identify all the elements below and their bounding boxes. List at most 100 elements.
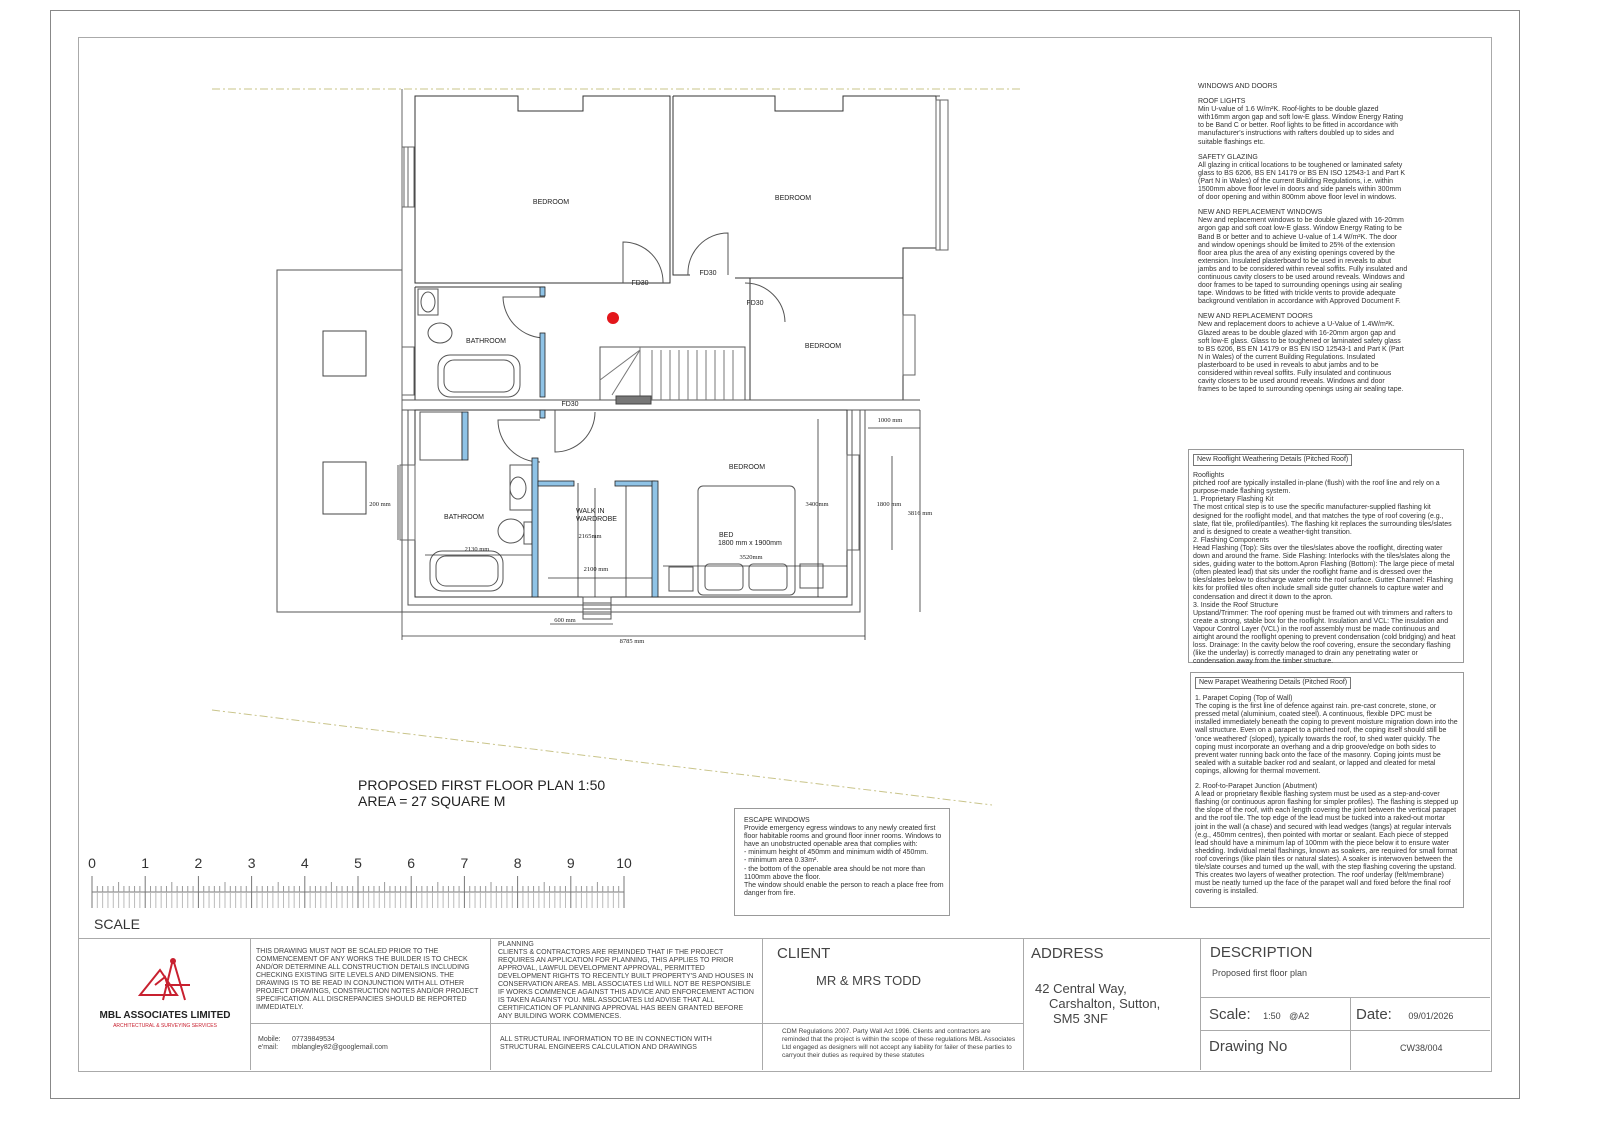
room-label: BATHROOM xyxy=(444,514,484,521)
escape-windows-box: ESCAPE WINDOWS Provide emergency egress … xyxy=(734,808,950,916)
plan-area: AREA = 27 SQUARE M xyxy=(358,793,506,809)
door-label: FD30 xyxy=(631,280,648,287)
scale-caption: SCALE xyxy=(94,916,140,932)
room-label: BEDROOM xyxy=(775,195,811,202)
description-text: Proposed first floor plan xyxy=(1212,968,1308,978)
planning-text: CLIENTS & CONTRACTORS ARE REMINDED THAT … xyxy=(498,949,754,1020)
note-line: The most critical step is to use the spe… xyxy=(1193,504,1452,536)
address: 42 Central Way, Carshalton, Sutton, SM5 … xyxy=(1035,981,1160,1026)
dimension-label: 200 mm xyxy=(369,501,391,508)
section-body: New and replacement doors to achieve a U… xyxy=(1198,321,1404,394)
dimension-label: 3816 mm xyxy=(908,510,933,517)
plan-title-text: PROPOSED FIRST FLOOR PLAN 1:50 xyxy=(358,777,606,793)
dimension-label: 2100 mm xyxy=(584,566,609,573)
address-label: ADDRESS xyxy=(1031,945,1104,962)
bedroom-3-walls xyxy=(749,277,904,401)
new-partition-walls xyxy=(461,286,659,598)
scale-tick-label: 5 xyxy=(354,855,362,871)
dimension-label: 8785 mm xyxy=(620,638,645,645)
scale-tick-label: 9 xyxy=(567,855,575,871)
bed-outline xyxy=(697,485,796,596)
room-label: WALK IN xyxy=(576,508,605,515)
mobile-number: 07739849534 xyxy=(292,1036,335,1043)
section-body: New and replacement windows to be double… xyxy=(1198,217,1408,306)
email-link[interactable]: mblangley82@googlemail.com xyxy=(292,1044,388,1051)
escape-item: - the bottom of the openable area should… xyxy=(744,865,925,881)
rooflight-notes-box: New Rooflight Weathering Details (Pitche… xyxy=(1188,449,1464,665)
title-block xyxy=(78,938,1490,939)
bedroom-1-walls xyxy=(414,95,671,284)
scale-tick-label: 0 xyxy=(88,855,96,871)
parapet-notes-box: New Parapet Weathering Details (Pitched … xyxy=(1190,672,1464,908)
cdm-notice: CDM Regulations 2007. Party Wall Act 199… xyxy=(782,1028,1016,1059)
section-heading: SAFETY GLAZING xyxy=(1198,153,1258,161)
scale-tick-label: 7 xyxy=(461,855,469,871)
contact-info: Mobile:07739849534 e'mail:mblangley82@go… xyxy=(258,1036,488,1052)
rear-extension-wall xyxy=(401,409,861,613)
dimension-label: 2165mm xyxy=(578,533,601,540)
scale-label: Scale: xyxy=(1209,1006,1251,1023)
door-label: FD30 xyxy=(561,401,578,408)
section-heading: NEW AND REPLACEMENT DOORS xyxy=(1198,313,1313,321)
drawing-no-label: Drawing No xyxy=(1209,1038,1288,1055)
escape-footer: The window should enable the person to r… xyxy=(744,881,944,897)
drawing-border xyxy=(78,37,1492,1072)
dimension-label: 600 mm xyxy=(554,617,576,624)
sheet-border xyxy=(50,10,1520,1099)
note-line: 1. Proprietary Flashing Kit xyxy=(1193,496,1274,504)
note-line: pitched roof are typically installed in-… xyxy=(1193,480,1440,496)
client-name: MR & MRS TODD xyxy=(816,973,921,988)
note-line: A lead or proprietary flexible flashing … xyxy=(1195,791,1459,896)
section-body: All glazing in critical locations to be … xyxy=(1198,161,1406,202)
boundary-line xyxy=(211,709,993,806)
dimension-label: 3400mm xyxy=(805,501,828,508)
room-label: WARDROBE xyxy=(576,516,617,523)
address-line: 42 Central Way, xyxy=(1035,981,1127,996)
note-line: 2. Flashing Components xyxy=(1193,536,1269,544)
address-line: SM5 3NF xyxy=(1053,1011,1108,1026)
scale-field: Scale: 1:50 @A2 xyxy=(1209,1006,1309,1024)
company-tagline: ARCHITECTURAL & SURVEYING SERVICES xyxy=(113,1023,217,1029)
compass-triangle-logo-icon xyxy=(137,958,190,1001)
dimension-label: 2130 mm xyxy=(465,546,490,553)
door-label: FD30 xyxy=(746,300,763,307)
scale-value: 1:50 xyxy=(1263,1011,1281,1021)
parapet-title: New Parapet Weathering Details (Pitched … xyxy=(1195,677,1352,690)
scale-tick-label: 6 xyxy=(407,855,415,871)
date-label: Date: xyxy=(1356,1006,1392,1023)
escape-title: ESCAPE WINDOWS xyxy=(744,817,810,824)
note-line: The coping is the first line of defence … xyxy=(1195,703,1458,775)
disclaimer: THIS DRAWING MUST NOT BE SCALED PRIOR TO… xyxy=(256,948,479,1011)
bed-size: 1800 mm x 1900mm xyxy=(718,540,782,547)
plan-title: PROPOSED FIRST FLOOR PLAN 1:50 AREA = 27… xyxy=(358,777,605,809)
scale-tick-label: 1 xyxy=(141,855,149,871)
client-label: CLIENT xyxy=(777,945,831,962)
planning-title: PLANNING xyxy=(498,941,534,948)
flat-roof-outline xyxy=(276,269,402,613)
drawing-no-value: CW38/004 xyxy=(1400,1043,1443,1053)
room-label: BATHROOM xyxy=(466,338,506,345)
room-label: BEDROOM xyxy=(805,343,841,350)
bedroom-2-walls xyxy=(672,95,937,279)
rooflight-icon xyxy=(322,330,367,515)
paper-size: @A2 xyxy=(1289,1011,1310,1021)
notes-title: WINDOWS AND DOORS xyxy=(1198,83,1278,90)
door-label: FD30 xyxy=(699,270,716,277)
section-body: Min U-value of 1.6 W/m²K. Roof-lights to… xyxy=(1198,106,1404,146)
scale-tick-label: 10 xyxy=(616,855,632,871)
date-value: 09/01/2026 xyxy=(1408,1011,1454,1021)
company-name: MBL ASSOCIATES LIMITED xyxy=(99,1010,231,1021)
address-line: Carshalton, Sutton, xyxy=(1049,996,1161,1011)
room-label: BEDROOM xyxy=(533,199,569,206)
rooflight-title: New Rooflight Weathering Details (Pitche… xyxy=(1193,454,1353,467)
company-logo: MBL ASSOCIATES LIMITED ARCHITECTURAL & S… xyxy=(80,955,250,1029)
email-label: e'mail: xyxy=(258,1044,279,1051)
scale-tick-label: 8 xyxy=(514,855,522,871)
note-line: Head Flashing (Top): Sits over the tiles… xyxy=(1193,544,1455,601)
